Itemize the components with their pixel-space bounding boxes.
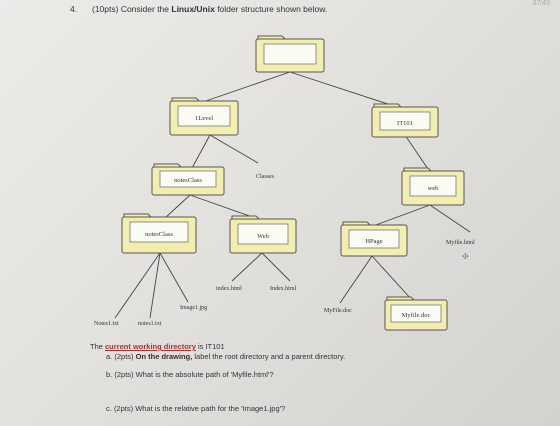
question-a: a. (2pts) On the drawing, label the root… — [106, 352, 345, 361]
tree-connectors — [114, 71, 471, 319]
folder-it101[interactable]: IT101 — [371, 103, 439, 138]
edge-notes1txt-a — [114, 252, 161, 319]
folder-label-hpage: HPage — [365, 238, 382, 245]
folder-label-web-right: web — [428, 185, 439, 192]
question-c: c. (2pts) What is the relative path for … — [106, 404, 285, 413]
question-c-text: (2pts) What is the relative path for the… — [113, 404, 286, 413]
question-topic: Linux/Unix — [171, 4, 215, 14]
question-a-points: (2pts) — [114, 352, 136, 361]
folder-label-1level: 1Level — [195, 115, 213, 122]
edge-image1 — [159, 252, 189, 303]
edge-root-1level — [199, 71, 291, 104]
edge-notesclass-notesclass — [164, 194, 191, 219]
folder-web-mid[interactable]: Web — [229, 215, 297, 254]
edge-index-1 — [231, 252, 263, 282]
question-points: (10pts) Consider the — [92, 4, 172, 14]
folder-label-notesclass-bottom: notesClass — [145, 231, 173, 238]
folder-hpage[interactable]: HPage — [340, 221, 408, 257]
file-image1-jpg: Image1.jpg — [180, 305, 207, 311]
file-index-html-1: index.html — [216, 286, 242, 292]
folder-label-myfile-doc: Myfile.doc — [402, 312, 431, 319]
edge-web-myfilehtml — [429, 204, 471, 233]
question-a-letter: a. — [106, 352, 113, 361]
folder-notesclass-top[interactable]: notesClass — [151, 163, 225, 196]
folder-1level[interactable]: 1Level — [169, 97, 239, 136]
edge-1level-notesclass — [191, 134, 211, 169]
edge-root-it101 — [289, 71, 401, 109]
intro-suffix: is IT101 — [195, 342, 225, 351]
question-c-letter: c. — [106, 404, 112, 413]
folder-label-it101: IT101 — [397, 120, 413, 127]
edge-notes1txt-b — [149, 252, 161, 319]
question-b-text: (2pts) What is the absolute path of 'Myf… — [114, 370, 274, 379]
edge-myfiledoc-folder — [371, 255, 413, 301]
question-intro: The current working directory is IT101 — [90, 342, 225, 351]
folder-label-web-mid: Web — [257, 233, 269, 240]
file-notes1-txt-a: Notes1.txt — [94, 321, 119, 327]
cwd-link: current working directory — [105, 342, 196, 351]
edge-1level-classes — [209, 134, 259, 164]
question-a-bold: On the drawing, — [135, 352, 193, 361]
file-classes: Classes — [256, 174, 275, 180]
question-b: b. (2pts) What is the absolute path of '… — [106, 370, 274, 379]
intro-prefix: The — [90, 342, 106, 351]
folder-label-notesclass-top: notesClass — [174, 177, 202, 184]
edge-web-hpage — [372, 204, 431, 227]
question-rest: folder structure shown below. — [214, 4, 328, 14]
question-b-letter: b. — [106, 370, 113, 379]
edge-index-2 — [261, 252, 291, 282]
folder-web-right[interactable]: web — [401, 167, 465, 206]
folder-myfile-doc[interactable]: Myfile.doc — [384, 296, 448, 331]
file-notes1-txt-b: notes1.txt — [138, 321, 162, 327]
file-index-html-2: Index.html — [270, 286, 296, 292]
cursor-icon: ✣ — [462, 252, 469, 261]
edge-notesclass-web — [189, 194, 256, 219]
question-header: 4. (10pts) Consider the Linux/Unix folder… — [70, 4, 327, 14]
file-myfile-doc: MyFile.doc — [324, 308, 352, 314]
corner-note: 37/43 — [532, 0, 550, 7]
folder-root[interactable] — [255, 35, 325, 73]
folder-notesclass-bottom[interactable]: notesClass — [121, 213, 197, 254]
question-a-rest: label the root directory and a parent di… — [192, 352, 346, 361]
edge-it101-web — [404, 134, 431, 173]
edge-myfiledoc — [339, 255, 373, 304]
question-number: 4. — [70, 4, 78, 14]
file-myfile-html: Myfile.html — [446, 239, 475, 246]
